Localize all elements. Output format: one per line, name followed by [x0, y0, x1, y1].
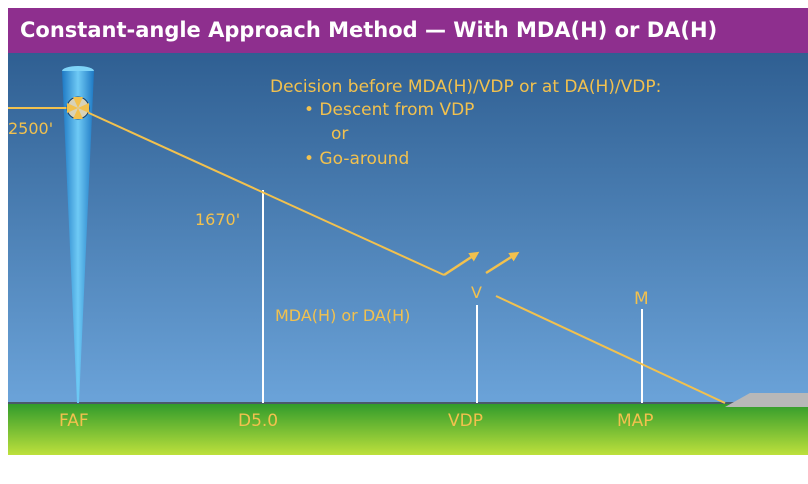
decision-option-descent: • Descent from VDP	[304, 100, 474, 120]
approach-illustration: 2500' 1670' Decision before MDA(H)/VDP o…	[8, 53, 808, 455]
vdp-marker-label: V	[471, 283, 482, 302]
fix-label-faf: FAF	[59, 411, 89, 431]
faf-beacon-cone	[62, 66, 94, 403]
ground-background	[8, 403, 808, 455]
diagram-title: Constant-angle Approach Method — With MD…	[8, 8, 808, 53]
approach-scene: 2500' 1670' Decision before MDA(H)/VDP o…	[8, 53, 808, 480]
constant-angle-descent-path	[77, 107, 445, 276]
fix-label-map: MAP	[617, 411, 654, 431]
descent-from-vdp-path	[495, 295, 726, 404]
decision-option-or: or	[331, 124, 348, 144]
minimums-label: MDA(H) or DA(H)	[275, 306, 410, 325]
faf-fix-icon	[66, 96, 90, 120]
sky-background	[8, 53, 808, 403]
map-marker-label: M	[634, 289, 649, 309]
faf-altitude-label: 2500'	[8, 119, 53, 138]
runway	[725, 393, 808, 407]
fix-label-d5: D5.0	[238, 411, 278, 431]
decision-option-go-around: • Go-around	[304, 149, 409, 169]
go-around-arrow-second	[485, 251, 520, 275]
go-around-arrow	[443, 251, 480, 277]
fix-label-vdp: VDP	[448, 411, 483, 431]
d5-altitude-label: 1670'	[195, 210, 240, 229]
decision-note-heading: Decision before MDA(H)/VDP or at DA(H)/V…	[270, 77, 661, 97]
